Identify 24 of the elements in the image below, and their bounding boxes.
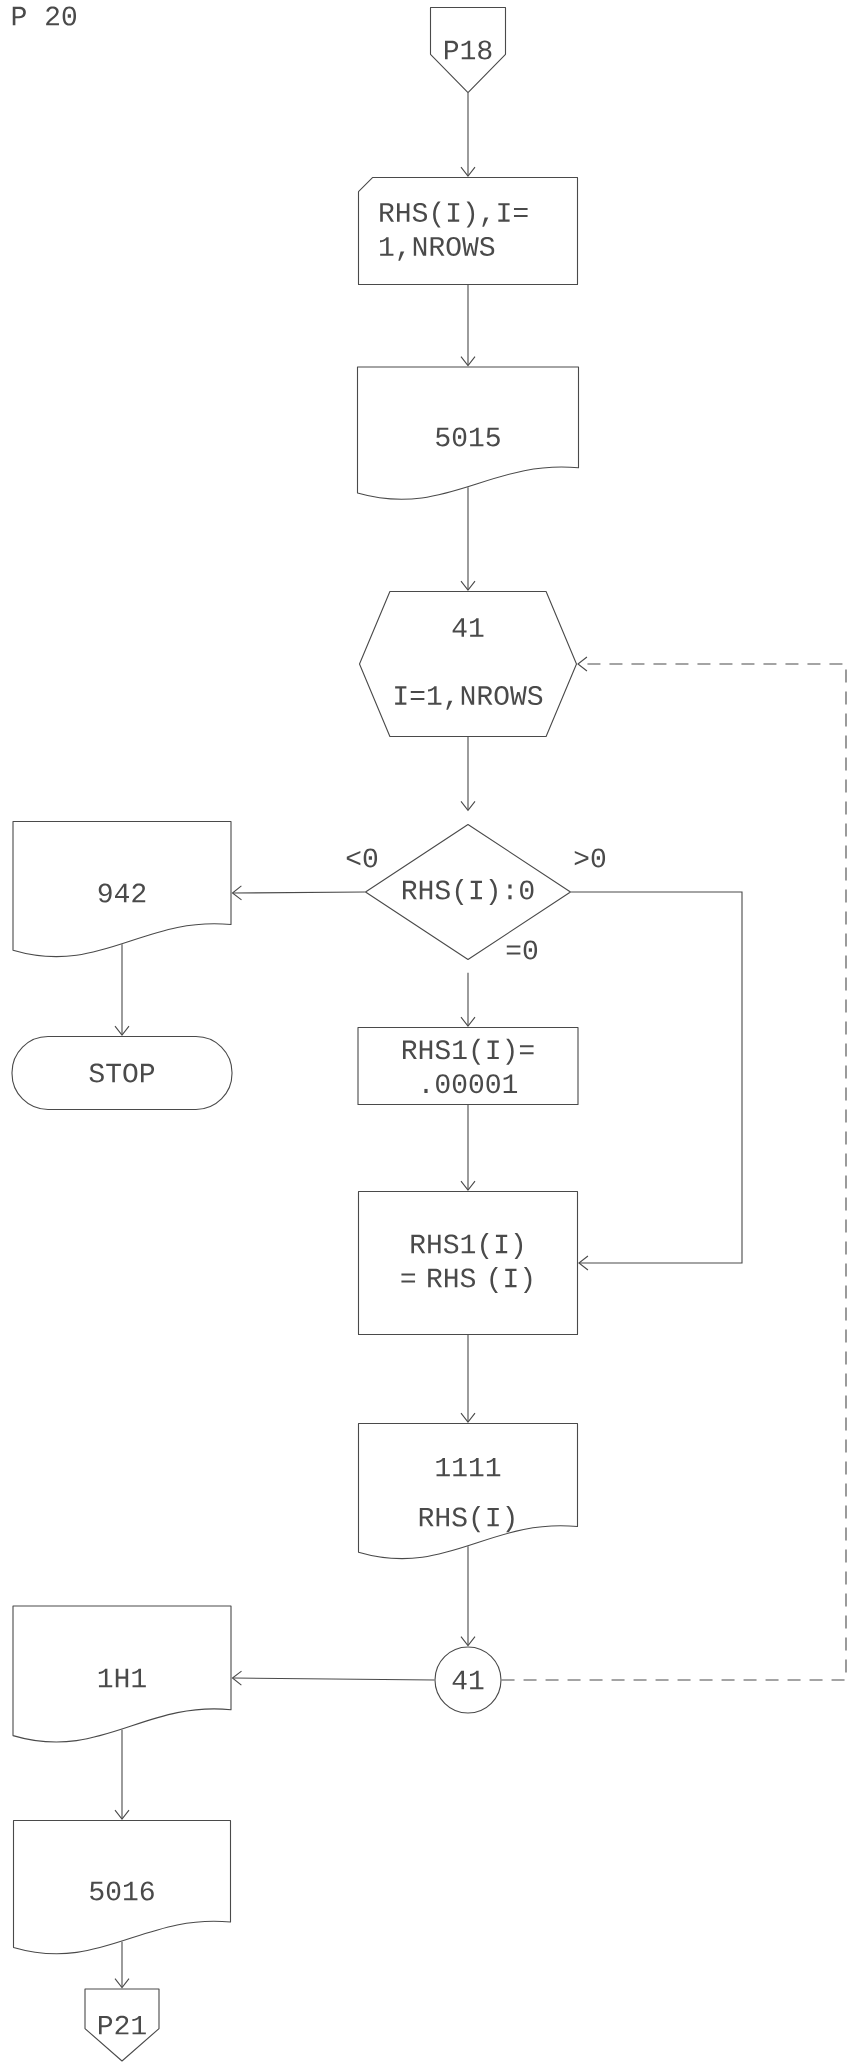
arrow bbox=[231, 885, 366, 901]
edge-label: >0 bbox=[572, 847, 608, 869]
arrow bbox=[460, 92, 476, 177]
arrow bbox=[460, 1334, 476, 1423]
arrow bbox=[460, 972, 476, 1027]
arrow bbox=[460, 1104, 476, 1191]
arrow bbox=[460, 486, 476, 591]
process-box: RHS1(I) = RHS (I) bbox=[357, 1190, 579, 1336]
offpage-connector: P18 bbox=[429, 6, 507, 94]
arrow bbox=[114, 1729, 130, 1820]
arrow bbox=[570, 891, 743, 1271]
arrow bbox=[460, 284, 476, 367]
arrow bbox=[501, 656, 847, 1681]
arrow bbox=[231, 1670, 435, 1686]
arrow bbox=[460, 736, 476, 812]
offpage-connector: P21 bbox=[84, 1988, 160, 2062]
arrow bbox=[114, 943, 130, 1036]
arrow bbox=[460, 1545, 476, 1647]
arrow bbox=[114, 1941, 130, 1989]
loop-hexagon: 41 I=1,NROWS bbox=[358, 590, 578, 738]
process-box: RHS1(I)= .00001 bbox=[357, 1026, 579, 1106]
input-card: RHS(I),I= 1,NROWS bbox=[357, 176, 579, 286]
page-number: P 20 bbox=[12, 6, 76, 26]
edge-label: =0 bbox=[504, 939, 540, 961]
